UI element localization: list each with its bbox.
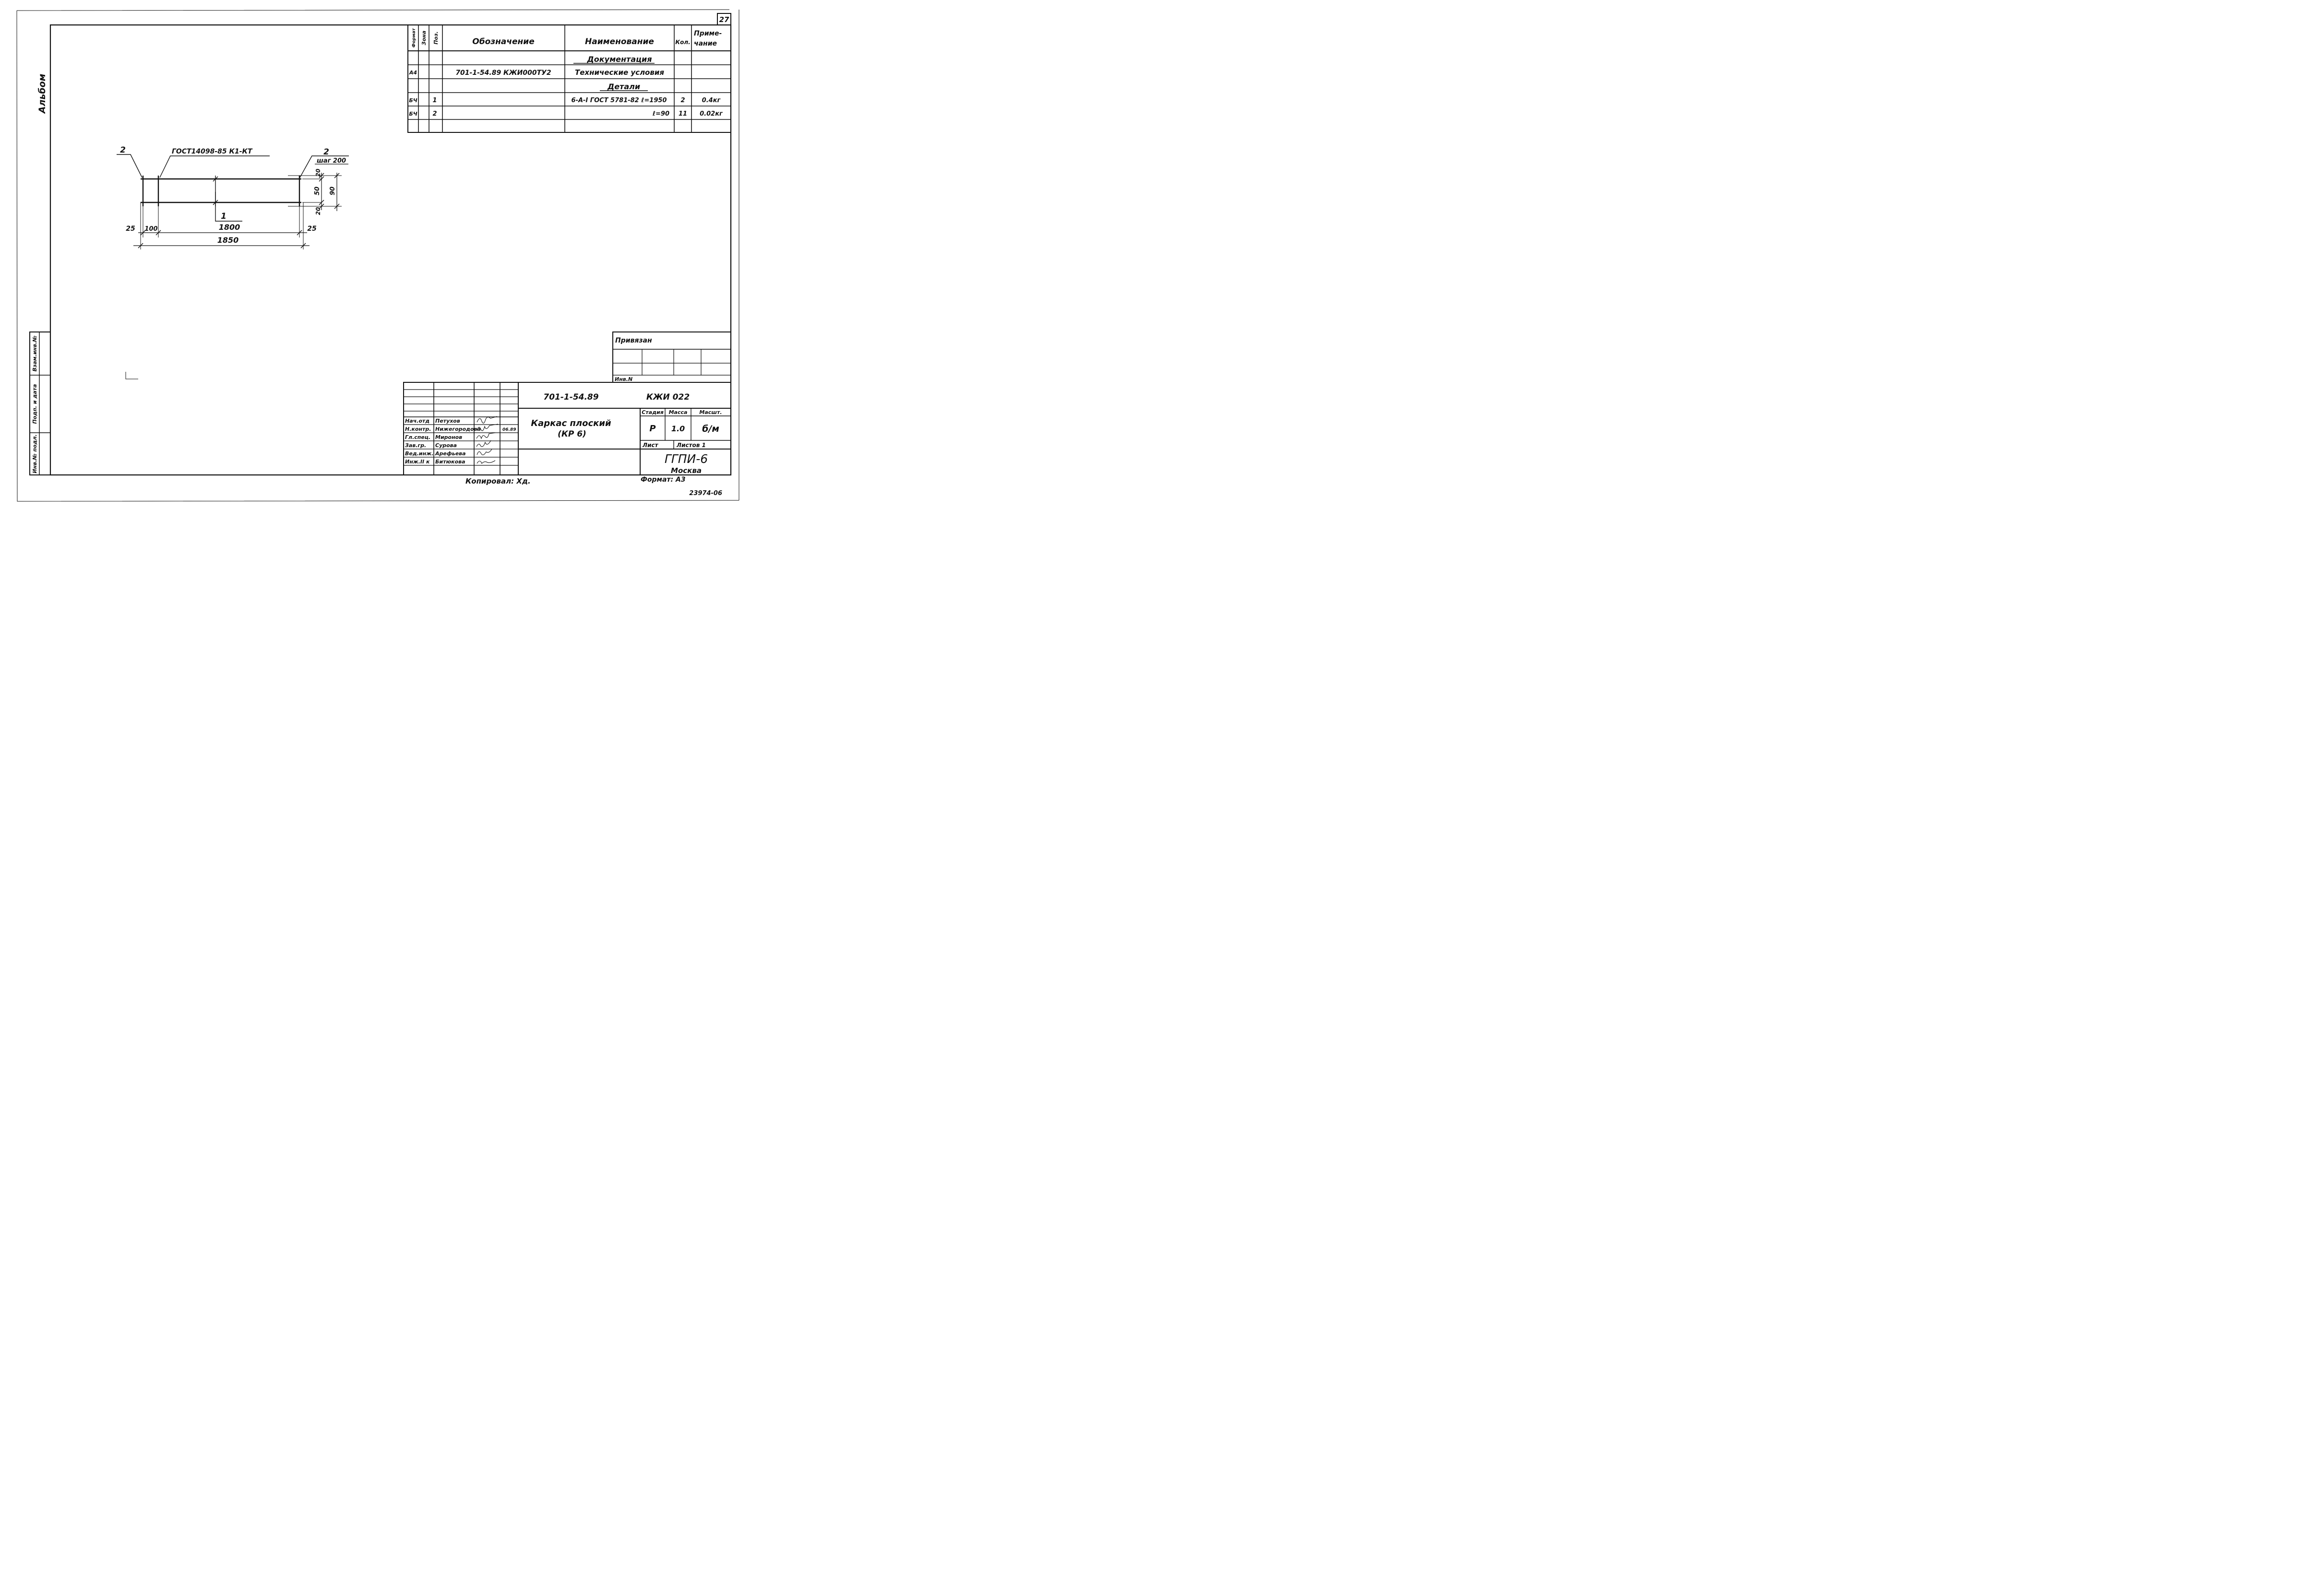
row-1-name: Документация: [587, 55, 652, 64]
row-4-format: БЧ: [409, 97, 417, 104]
mass-value: 1.0: [671, 424, 685, 433]
stage-label: Стадия: [642, 409, 664, 415]
title-product-sub: (КР 6): [558, 429, 586, 439]
role-5: Вед.инж.: [405, 450, 433, 457]
stage-value: Р: [649, 424, 655, 434]
mass-label: Масса: [669, 409, 688, 415]
sheet-number: 27: [719, 15, 729, 24]
copied-by: Копировал: Хд.: [465, 477, 531, 485]
dim-left-edge: 25: [126, 225, 135, 233]
dim-length-inner: 1800: [219, 223, 240, 232]
role-4: Зав.гр.: [405, 442, 426, 449]
row-5-qty: 11: [679, 110, 687, 118]
role-4-name: Сурова: [435, 442, 457, 449]
leader-top-right: 2: [323, 147, 329, 157]
inner-frame: [49, 24, 732, 476]
row-4-name: 6-А-I ГОСТ 5781-82 ℓ=1950: [572, 97, 667, 104]
row-5-pos: 2: [432, 110, 437, 118]
weld-note: ГОСТ14098-85 К1-КТ: [172, 148, 253, 155]
dim-right-edge: 25: [307, 225, 317, 233]
header-designation: Обозначение: [472, 37, 534, 47]
title-code: 701-1-54.89: [543, 392, 598, 402]
header-note-2: чание: [694, 40, 717, 47]
row-4-note: 0.4кг: [702, 97, 721, 104]
row-2-designation: 701-1-54.89 КЖИ000ТУ2: [455, 69, 551, 77]
leader-bottom: 1: [221, 212, 226, 221]
sheets-label: Листов 1: [676, 442, 706, 449]
side-stamp-cell-3: Инв.№ подл.: [32, 434, 38, 473]
org-name: ГГПИ-6: [665, 452, 708, 466]
title-mark: КЖИ 022: [646, 392, 690, 402]
role-1: Нач.отд: [405, 418, 429, 424]
side-stamp-cell-2: Подп. и дата: [32, 384, 38, 424]
org-city: Москва: [671, 466, 702, 475]
role-6-name: Битюкова: [435, 459, 465, 465]
outer-border: [16, 9, 739, 502]
row-4-pos: 1: [432, 97, 437, 104]
dim-top-gap: 20: [315, 169, 322, 177]
header-pos: Поз.: [433, 31, 439, 44]
row-4-qty: 2: [680, 97, 685, 104]
role-5-name: Арефьева: [435, 450, 466, 457]
role-2-name: Нижегородова: [435, 426, 481, 432]
frame-drawing: 2 ГОСТ14098-85 К1-КТ 2 шаг 200 20 50 90 …: [117, 145, 349, 249]
side-stamp: Взам.инв.№ Подп. и дата Инв.№ подл.: [29, 331, 51, 475]
side-stamp-cell-1: Взам.инв.№: [32, 335, 38, 371]
row-3-name: Детали: [607, 82, 640, 91]
leader-top-left: 2: [120, 145, 126, 155]
bound-block: Привязан Инв.N: [612, 331, 731, 383]
scale-value: б/м: [702, 424, 719, 434]
header-zone: Зона: [421, 31, 427, 45]
format-label: Формат: А3: [641, 476, 686, 484]
sheet-label: Лист: [642, 442, 658, 449]
title-block: 701-1-54.89 КЖИ 022 Каркас плоский (КР 6…: [403, 382, 731, 475]
album-label: Альбом: [37, 74, 48, 115]
row-5-note: 0.02кг: [700, 110, 723, 118]
header-qty: Кол.: [675, 39, 690, 46]
archive-number: 23974-06: [689, 490, 722, 497]
step-note: шаг 200: [317, 157, 346, 165]
spec-table: Формат Зона Поз. Обозначение Наименовани…: [407, 24, 731, 133]
date-mark: 06.89: [502, 427, 516, 432]
header-note: Приме-: [694, 30, 722, 37]
role-6: Инж.II к: [405, 459, 430, 465]
title-product: Каркас плоский: [531, 418, 611, 428]
row-5-name: ℓ=90: [652, 110, 669, 118]
role-3: Гл.спец.: [405, 434, 430, 440]
signatures: [476, 416, 499, 464]
row-2-format: А4: [409, 70, 417, 76]
dim-inner: 50: [314, 187, 321, 195]
row-5-format: БЧ: [409, 111, 417, 117]
header-name: Наименование: [585, 37, 654, 47]
bound-inv: Инв.N: [615, 376, 632, 382]
dim-bottom-gap: 20: [315, 207, 322, 215]
bound-title: Привязан: [615, 337, 652, 344]
header-format: Формат: [412, 28, 417, 47]
role-3-name: Миронов: [435, 434, 462, 440]
dim-total-height: 90: [329, 187, 336, 195]
role-2: Н.контр.: [405, 426, 431, 432]
scale-label: Масшт.: [699, 409, 722, 415]
dim-first-step: 100: [144, 225, 157, 233]
row-2-name: Технические условия: [575, 68, 664, 77]
drawing-sheet: 27 Альбом Взам.инв.№ Подп. и дата Инв.№ …: [16, 9, 739, 502]
role-1-name: Петухов: [435, 418, 460, 424]
dim-length-total: 1850: [217, 236, 239, 245]
